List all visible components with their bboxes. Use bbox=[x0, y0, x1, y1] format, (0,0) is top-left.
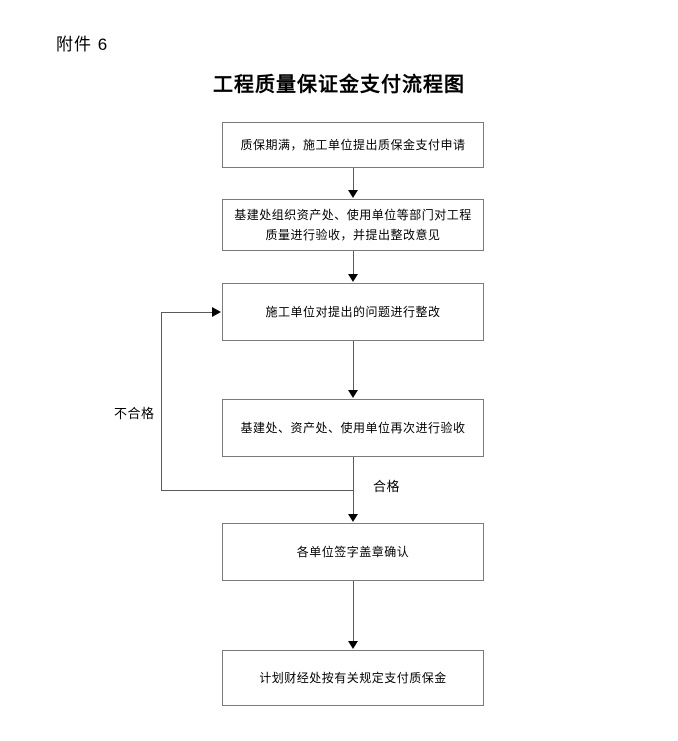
arrow-down-icon bbox=[348, 190, 358, 198]
connector-line-2-3 bbox=[353, 251, 354, 275]
attachment-label: 附件 6 bbox=[56, 35, 109, 54]
flow-node-text: 计划财经处按有关规定支付质保金 bbox=[259, 671, 447, 685]
feedback-loop-left-segment bbox=[161, 312, 162, 491]
flow-node-rectification: 施工单位对提出的问题进行整改 bbox=[222, 283, 484, 341]
flow-node-application: 质保期满，施工单位提出质保金支付申请 bbox=[222, 122, 484, 168]
arrow-right-icon bbox=[212, 307, 221, 317]
page-title: 工程质量保证金支付流程图 bbox=[213, 74, 465, 96]
connector-line-3-4 bbox=[353, 341, 354, 391]
flow-node-text: 基建处、资产处、使用单位再次进行验收 bbox=[240, 421, 466, 435]
feedback-loop-top-segment bbox=[161, 312, 213, 313]
flow-node-text: 基建处组织资产处、使用单位等部门对工程质量进行验收，并提出整改意见 bbox=[234, 208, 472, 242]
edge-label-fail: 不合格 bbox=[112, 405, 157, 423]
arrow-down-icon bbox=[348, 514, 358, 522]
arrow-down-icon bbox=[348, 390, 358, 398]
arrow-down-icon bbox=[348, 641, 358, 649]
flow-node-text: 施工单位对提出的问题进行整改 bbox=[265, 305, 441, 319]
flow-node-payment: 计划财经处按有关规定支付质保金 bbox=[222, 650, 484, 706]
arrow-down-icon bbox=[348, 274, 358, 282]
connector-line-1-2 bbox=[353, 168, 354, 192]
flow-node-reinspection: 基建处、资产处、使用单位再次进行验收 bbox=[222, 399, 484, 457]
flow-node-inspection: 基建处组织资产处、使用单位等部门对工程质量进行验收，并提出整改意见 bbox=[222, 199, 484, 251]
flow-node-signoff: 各单位签字盖章确认 bbox=[222, 523, 484, 581]
feedback-loop-bottom-segment bbox=[161, 490, 353, 491]
flow-node-text: 质保期满，施工单位提出质保金支付申请 bbox=[240, 138, 466, 152]
edge-label-pass: 合格 bbox=[371, 478, 403, 496]
flow-node-text: 各单位签字盖章确认 bbox=[296, 545, 410, 559]
connector-line-5-6 bbox=[353, 581, 354, 641]
connector-line-4-5 bbox=[353, 457, 354, 515]
